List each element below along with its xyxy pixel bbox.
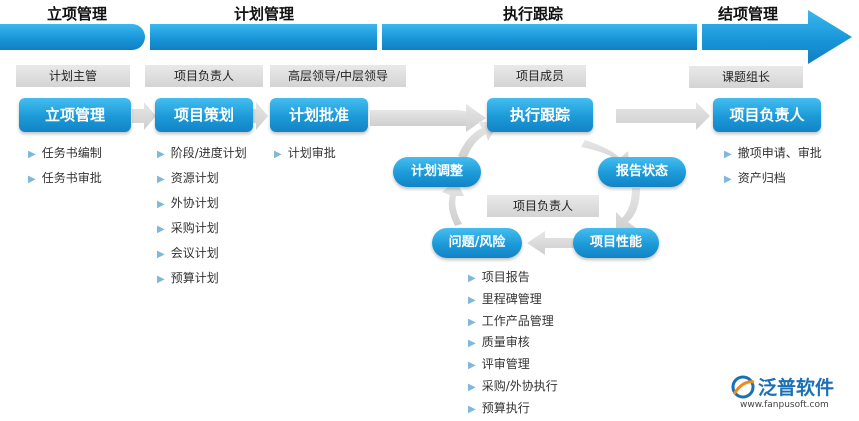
role-closing: 课题组长 — [689, 66, 803, 88]
list-item: ▶会议计划 — [157, 246, 219, 260]
list-item: ▶撤项申请、审批 — [724, 146, 822, 160]
bullet-icon: ▶ — [468, 316, 476, 328]
bullet-icon: ▶ — [468, 403, 476, 415]
list-item: ▶预算执行 — [468, 400, 530, 415]
list-item: ▶工作产品管理 — [468, 313, 554, 328]
bullet-icon: ▶ — [28, 174, 36, 185]
list-item: ▶质量审核 — [468, 335, 530, 350]
role-tracking: 项目成员 — [494, 65, 586, 87]
arrow-report-to-performance — [616, 188, 640, 232]
list-item: ▶里程碑管理 — [468, 291, 542, 306]
role-approval: 高层领导/中层领导 — [270, 65, 406, 87]
arrow-initiation-to-planning — [132, 102, 156, 130]
logo-url: www.fanpusoft.com — [740, 400, 829, 410]
list-item: ▶计划审批 — [274, 146, 336, 160]
bullet-icon: ▶ — [724, 174, 732, 185]
list-initiation: ▶任务书编制 ▶任务书审批 — [28, 141, 102, 191]
list-item: ▶任务书编制 — [28, 146, 102, 160]
bullet-icon: ▶ — [28, 149, 36, 160]
arrow-tracking-to-closing — [616, 102, 710, 130]
role-initiation: 计划主管 — [16, 65, 130, 87]
list-item: ▶资产归档 — [724, 171, 786, 185]
bullet-icon: ▶ — [157, 274, 165, 285]
bullet-icon: ▶ — [157, 199, 165, 210]
cycle-adjust: 计划调整 — [393, 157, 481, 187]
cycle-risk: 问题/风险 — [432, 228, 522, 258]
timeline-band-planning — [150, 24, 377, 50]
list-item: ▶采购计划 — [157, 221, 219, 235]
cycle-report: 报告状态 — [598, 157, 686, 187]
bullet-icon: ▶ — [468, 273, 476, 284]
arrow-approval-to-tracking — [370, 110, 476, 126]
bullet-icon: ▶ — [157, 149, 165, 160]
phase-label-tracking: 执行跟踪 — [503, 5, 564, 23]
list-tracking: ▶项目报告 ▶里程碑管理 ▶工作产品管理 ▶质量审核 ▶评审管理 ▶采购/外协执… — [468, 267, 558, 420]
bullet-icon: ▶ — [157, 224, 165, 235]
cycle-performance: 项目性能 — [573, 228, 659, 258]
list-approval: ▶计划审批 — [274, 141, 336, 166]
phase-label-closing: 结项管理 — [718, 5, 779, 23]
logo-name: 泛普软件 — [758, 377, 835, 399]
bullet-icon: ▶ — [468, 381, 476, 393]
list-item: ▶任务书审批 — [28, 171, 102, 185]
role-planning: 项目负责人 — [145, 65, 263, 87]
step-approval: 计划批准 — [270, 98, 368, 132]
step-closing: 项目负责人 — [713, 98, 821, 132]
step-tracking: 执行跟踪 — [487, 98, 593, 132]
bullet-icon: ▶ — [274, 149, 282, 160]
list-item: ▶资源计划 — [157, 171, 219, 185]
list-item: ▶项目报告 — [468, 270, 530, 284]
arrow-performance-to-risk — [527, 231, 575, 255]
bullet-icon: ▶ — [468, 338, 476, 350]
list-closing: ▶撤项申请、审批 ▶资产归档 — [724, 141, 822, 191]
list-item: ▶预算计划 — [157, 271, 219, 285]
bullet-icon: ▶ — [724, 149, 732, 160]
arrow-adjust-to-tracking — [458, 121, 498, 160]
list-item: ▶阶段/进度计划 — [157, 146, 247, 160]
timeline-arrowhead — [702, 10, 852, 64]
bullet-icon: ▶ — [157, 174, 165, 185]
arrow-risk-to-adjust — [442, 180, 464, 226]
bullet-icon: ▶ — [468, 294, 476, 306]
step-initiation: 立项管理 — [19, 98, 131, 132]
role-cycle: 项目负责人 — [487, 195, 599, 217]
list-item: ▶外协计划 — [157, 196, 219, 210]
timeline-band-initiation — [0, 24, 145, 50]
bullet-icon: ▶ — [157, 249, 165, 260]
bullet-icon: ▶ — [468, 360, 476, 372]
timeline-band-tracking — [382, 24, 697, 50]
list-item: ▶评审管理 — [468, 357, 530, 372]
step-planning: 项目策划 — [155, 98, 253, 132]
list-item: ▶采购/外协执行 — [468, 378, 558, 393]
list-planning: ▶阶段/进度计划 ▶资源计划 ▶外协计划 ▶采购计划 ▶会议计划 ▶预算计划 — [157, 141, 247, 291]
phase-label-planning: 计划管理 — [234, 5, 295, 23]
logo-icon — [731, 375, 755, 399]
phase-label-initiation: 立项管理 — [47, 5, 108, 23]
